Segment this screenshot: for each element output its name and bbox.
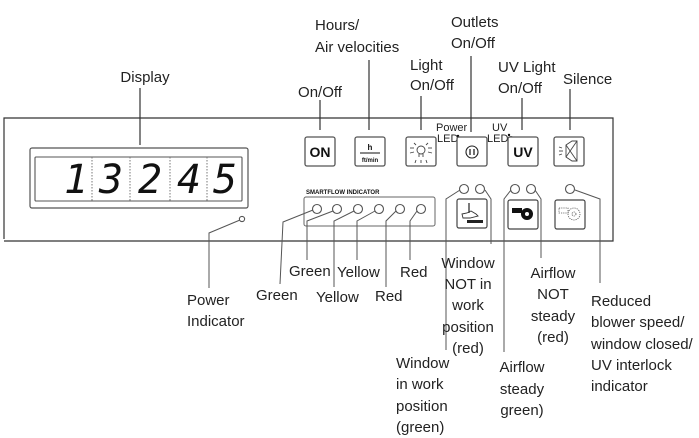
hours-label-line2: Air velocities bbox=[315, 39, 399, 56]
hours-air-velocity-button[interactable]: h ft/min bbox=[354, 136, 386, 167]
label-line: NOT in bbox=[444, 276, 491, 293]
power-indicator-led bbox=[238, 215, 246, 223]
window-work-led-green bbox=[458, 183, 470, 195]
power-indicator-label-line2: Indicator bbox=[187, 313, 245, 330]
digital-display: 1 3 2 4 5 bbox=[29, 147, 249, 223]
window-position-indicator bbox=[445, 183, 492, 241]
label-line: Airflow bbox=[530, 265, 575, 282]
reduced-blower-indicator bbox=[554, 183, 586, 230]
red2-leader bbox=[409, 210, 418, 260]
silence-button[interactable] bbox=[553, 136, 585, 167]
blower-icon bbox=[512, 208, 533, 220]
uv-light-label-line1: UV Light bbox=[498, 59, 556, 76]
label-line: window closed/ bbox=[590, 336, 694, 353]
power-led-label-line2: LED bbox=[437, 133, 458, 145]
display-label: Display bbox=[120, 69, 170, 86]
green2-leader bbox=[306, 210, 334, 260]
smartflow-led-yellow-2 bbox=[373, 203, 385, 215]
on-button-text: ON bbox=[310, 144, 331, 160]
label-line: indicator bbox=[591, 378, 648, 395]
uv-light-label-line2: On/Off bbox=[498, 80, 543, 97]
label-line: in work bbox=[396, 376, 444, 393]
label-line: (red) bbox=[452, 340, 484, 357]
uv-led-label-line1: UV bbox=[492, 122, 508, 134]
red1-label: Red bbox=[375, 288, 403, 305]
light-label-line1: Light bbox=[410, 57, 443, 74]
reduced-blower-label: Reduced blower speed/ window closed/ UV … bbox=[590, 293, 694, 395]
power-led-label-line1: Power bbox=[436, 122, 468, 134]
power-indicator-leader bbox=[208, 219, 241, 288]
light-label-line2: On/Off bbox=[410, 77, 455, 94]
green1-label: Green bbox=[256, 287, 298, 304]
hours-button-bottom-text: ft/min bbox=[362, 158, 379, 164]
airflow-steady-label: Airflow steady green) bbox=[499, 359, 544, 419]
window-not-work-led-red bbox=[474, 183, 486, 195]
label-line: work bbox=[451, 297, 484, 314]
smartflow-title: SMARTFLOW INDICATOR bbox=[306, 190, 380, 196]
light-button[interactable] bbox=[405, 136, 437, 167]
label-line: blower speed/ bbox=[591, 314, 685, 331]
yellow1-leader bbox=[333, 210, 355, 287]
yellow2-leader bbox=[356, 210, 376, 260]
outlets-button[interactable] bbox=[456, 136, 488, 167]
yellow2-label: Yellow bbox=[337, 264, 380, 281]
power-indicator-label-line1: Power bbox=[187, 292, 230, 309]
uv-button-text: UV bbox=[513, 144, 533, 160]
label-line: Reduced bbox=[591, 293, 651, 310]
display-digit: 1 bbox=[64, 157, 88, 203]
reduced-blower-leader bbox=[574, 189, 601, 283]
outlets-label-line1: Outlets bbox=[451, 14, 499, 31]
smartflow-indicator-panel: SMARTFLOW INDICATOR bbox=[303, 190, 436, 227]
label-line: (red) bbox=[537, 329, 569, 346]
hours-button-top-text: h bbox=[368, 143, 373, 152]
reduced-blower-icon bbox=[558, 207, 581, 221]
green2-label: Green bbox=[289, 263, 331, 280]
hours-label-line1: Hours/ bbox=[315, 17, 360, 34]
display-digit: 2 bbox=[138, 157, 162, 203]
label-line: Window bbox=[441, 255, 495, 272]
red2-label: Red bbox=[400, 264, 428, 281]
airflow-steady-led-green bbox=[509, 183, 521, 195]
uv-led-label-line2: LED bbox=[487, 133, 508, 145]
smartflow-led-green-2 bbox=[331, 203, 343, 215]
label-line: NOT bbox=[537, 286, 569, 303]
smartflow-led-yellow-1 bbox=[352, 203, 364, 215]
smartflow-led-red-2 bbox=[415, 203, 427, 215]
red1-leader bbox=[385, 210, 397, 287]
window-work-label: Window in work position (green) bbox=[396, 355, 450, 436]
window-hand-icon bbox=[461, 203, 483, 223]
on-off-button[interactable]: ON bbox=[304, 136, 336, 167]
smartflow-led-green-1 bbox=[311, 203, 323, 215]
label-line: steady bbox=[531, 308, 576, 325]
label-line: UV interlock bbox=[591, 357, 672, 374]
outlets-label-line2: On/Off bbox=[451, 35, 496, 52]
display-digit: 5 bbox=[213, 157, 237, 203]
label-line: steady bbox=[500, 381, 545, 398]
silence-label: Silence bbox=[563, 71, 612, 88]
label-line: position bbox=[396, 398, 448, 415]
speaker-muted-icon bbox=[558, 140, 578, 162]
label-line: position bbox=[442, 319, 494, 336]
reduced-blower-led bbox=[564, 183, 576, 195]
label-line: green) bbox=[500, 402, 543, 419]
airflow-not-steady-label: Airflow NOT steady (red) bbox=[530, 265, 575, 346]
outlet-icon bbox=[465, 145, 479, 159]
airflow-not-steady-led-red bbox=[525, 183, 537, 195]
yellow1-label: Yellow bbox=[316, 289, 359, 306]
label-line: (green) bbox=[396, 419, 444, 436]
uv-light-button[interactable]: UV bbox=[507, 136, 539, 167]
airflow-indicator bbox=[503, 183, 542, 241]
smartflow-led-red-1 bbox=[394, 203, 406, 215]
window-not-work-label: Window NOT in work position (red) bbox=[441, 255, 495, 357]
display-digit: 3 bbox=[98, 157, 123, 203]
label-line: Airflow bbox=[499, 359, 544, 376]
light-bulb-icon bbox=[409, 142, 433, 164]
on-off-label: On/Off bbox=[298, 84, 343, 101]
label-line: Window bbox=[396, 355, 450, 372]
display-digit: 4 bbox=[177, 157, 201, 203]
green1-leader bbox=[279, 209, 314, 285]
